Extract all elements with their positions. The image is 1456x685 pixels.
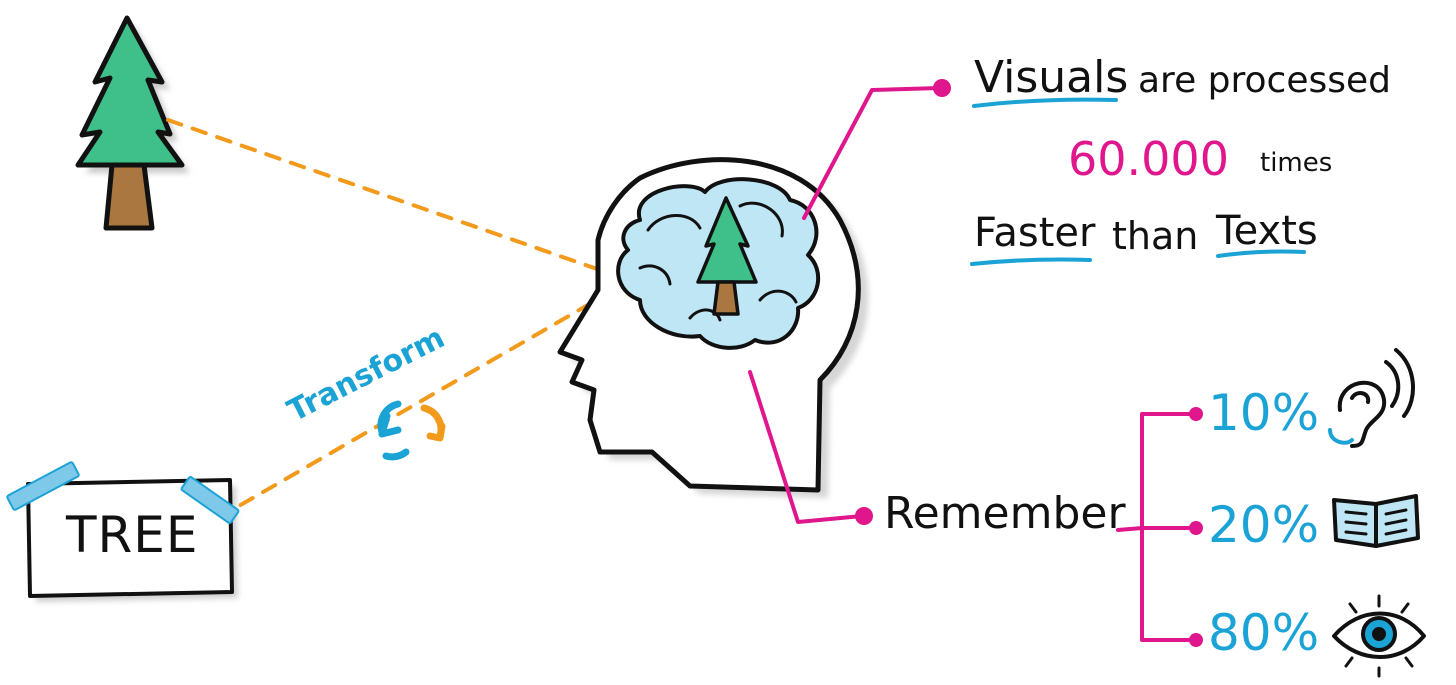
tree-card-label: TREE (66, 506, 199, 564)
brain-icon (616, 177, 821, 350)
remember-label: Remember (884, 488, 1126, 539)
remember-connector (748, 370, 873, 525)
remember-percent-seeing: 80% (1208, 604, 1320, 662)
sight-lines (166, 118, 602, 520)
fact-than: than (1112, 214, 1199, 258)
fact-number: 60.000 (1068, 132, 1229, 186)
fact-times: times (1260, 148, 1333, 178)
eye-icon (1332, 594, 1426, 678)
remember-percent-reading: 20% (1208, 496, 1320, 554)
facts-connector (802, 79, 951, 220)
highlight-underlines (970, 97, 1306, 266)
fact-are-processed: are processed (1138, 60, 1392, 101)
transform-cycle-icon (377, 400, 446, 461)
ear-icon (1328, 348, 1416, 448)
remember-bracket (1116, 407, 1203, 647)
tree-icon (75, 15, 190, 231)
fact-visuals: Visuals (974, 52, 1129, 103)
remember-percent-hearing: 10% (1208, 384, 1320, 442)
book-icon (1332, 494, 1420, 548)
tree-word-card (6, 461, 240, 602)
fact-faster: Faster (974, 210, 1096, 256)
fact-texts: Texts (1216, 208, 1318, 254)
